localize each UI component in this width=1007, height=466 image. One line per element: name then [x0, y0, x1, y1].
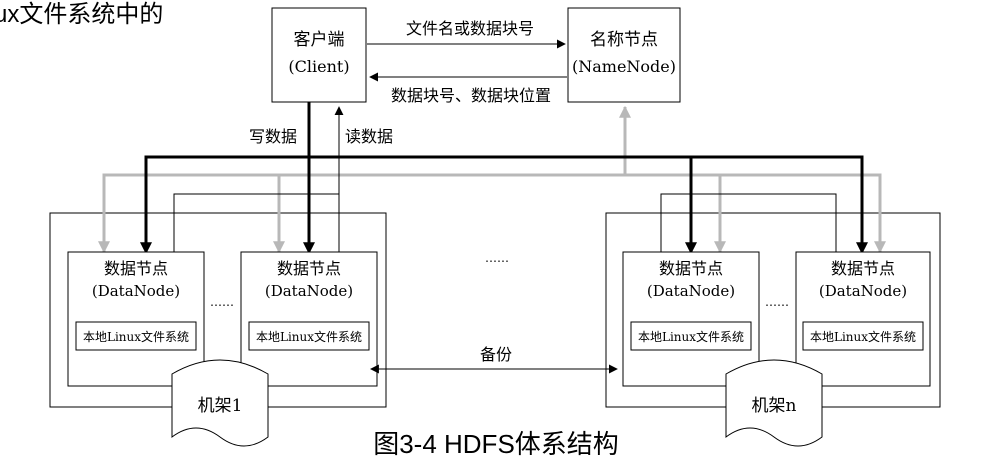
- local-fs-box: [248, 321, 370, 351]
- rack1-inner-link: [173, 193, 339, 252]
- namenode-label: 名称节点: [590, 30, 658, 50]
- namenode-sublabel: (NameNode): [572, 57, 676, 76]
- namenode-box: [567, 7, 681, 103]
- racks-ellipsis: ……: [485, 251, 509, 265]
- rackn-ellipsis: ……: [765, 295, 789, 309]
- read-data-label: 读数据: [345, 127, 393, 146]
- block-location-label: 数据块号、数据块位置: [391, 86, 551, 105]
- datanode-label: 数据节点: [277, 259, 341, 278]
- write-data-label: 写数据: [249, 127, 297, 146]
- local-fs-box: [802, 321, 924, 351]
- local-fs-label: 本地Linux文件系统: [638, 329, 744, 344]
- rack-1-label: 机架1: [198, 396, 243, 416]
- datanode-label: 数据节点: [659, 259, 723, 278]
- local-fs-label: 本地Linux文件系统: [256, 329, 362, 344]
- rack-n-shape: [725, 359, 823, 447]
- client-sublabel: (Client): [288, 57, 349, 76]
- datanode-box: [622, 251, 760, 387]
- local-fs-label: 本地Linux文件系统: [810, 329, 916, 344]
- client-box: [271, 7, 367, 103]
- local-fs-box: [630, 321, 752, 351]
- rack1-ellipsis: ……: [210, 295, 234, 309]
- header-text: ux文件系统中的: [0, 1, 163, 28]
- datanode-sublabel: (DataNode): [819, 282, 907, 300]
- rack-1-shape: [171, 359, 269, 447]
- datanode-box: [67, 251, 205, 387]
- filename-blockid-label: 文件名或数据块号: [406, 19, 534, 38]
- rack-n-label: 机架n: [752, 396, 797, 416]
- datanode-label: 数据节点: [831, 259, 895, 278]
- write-data-bus: [144, 155, 864, 252]
- figure-caption: 图3-4 HDFS体系结构: [373, 429, 619, 459]
- datanode-label: 数据节点: [104, 259, 168, 278]
- datanode-box: [795, 251, 931, 387]
- client-label: 客户端: [294, 30, 345, 50]
- datanode-report-bus: [102, 173, 882, 243]
- local-fs-box: [75, 321, 197, 351]
- datanode-sublabel: (DataNode): [265, 282, 353, 300]
- local-fs-label: 本地Linux文件系统: [83, 329, 189, 344]
- datanode-sublabel: (DataNode): [647, 282, 735, 300]
- backup-label: 备份: [480, 345, 512, 364]
- rackn-inner-link: [660, 193, 837, 252]
- datanode-sublabel: (DataNode): [92, 282, 180, 300]
- datanode-box: [240, 251, 378, 387]
